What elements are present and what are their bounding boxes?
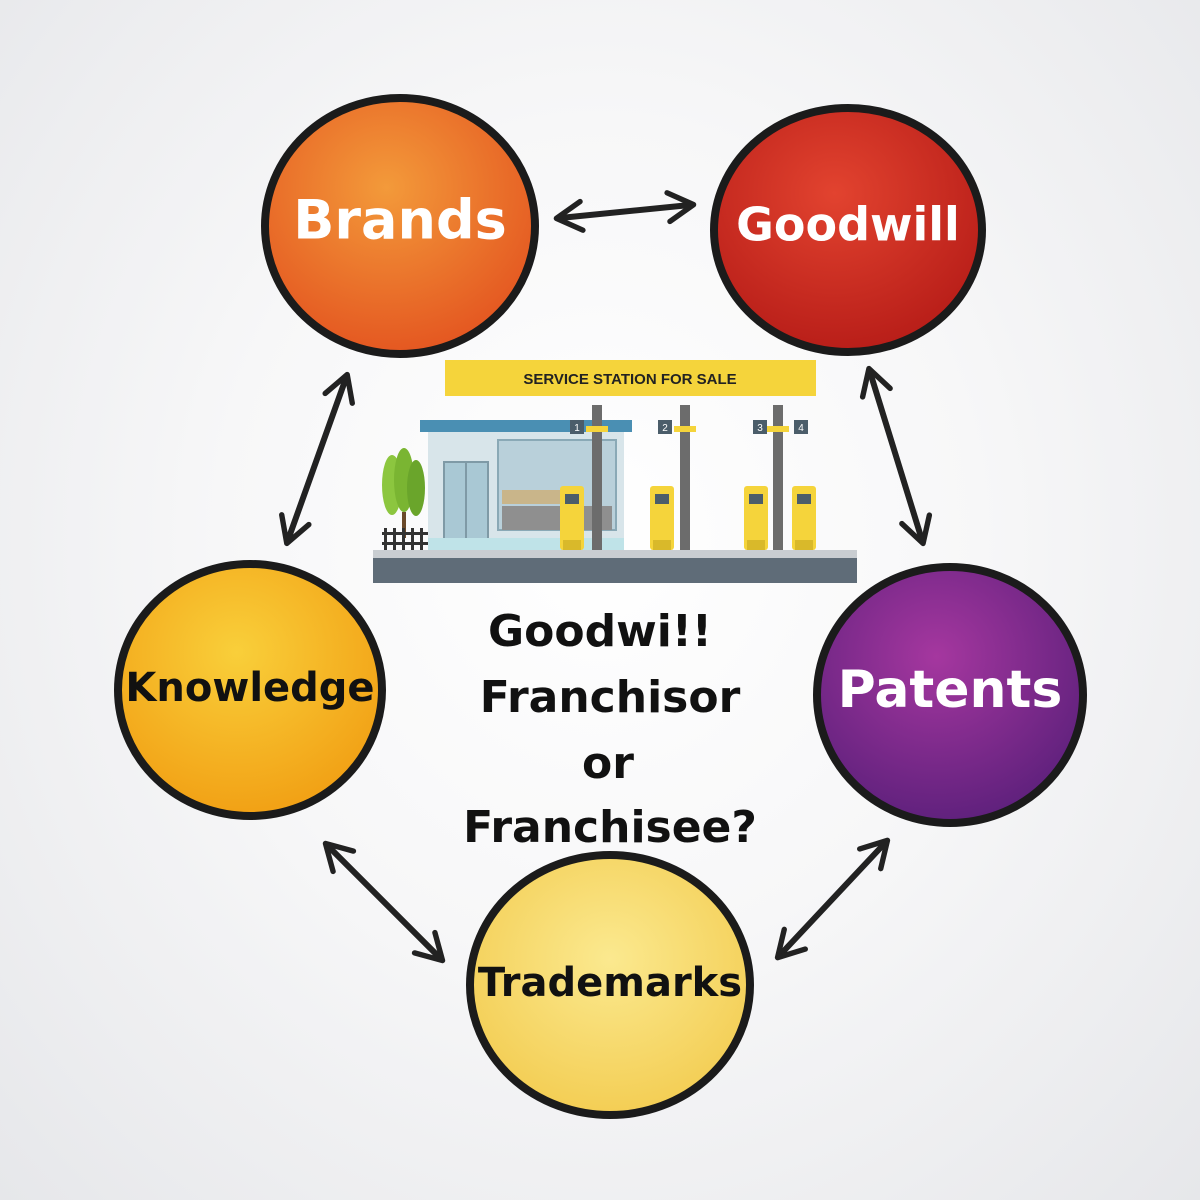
station-banner [445, 360, 816, 396]
svg-text:1: 1 [574, 423, 580, 434]
node-knowledge: Knowledge [114, 560, 386, 820]
node-label-patents: Patents [838, 660, 1063, 720]
node-label-goodwill: Goodwill [736, 198, 960, 252]
pump-number-sign-3: 3 [753, 420, 767, 434]
central-question: Goodwi!! Franchisor or Franchisee? [463, 606, 757, 853]
fuel-pump-icon [650, 486, 674, 550]
question-line-4: Franchisee? [463, 802, 757, 853]
station-road [373, 558, 857, 583]
service-station-illustration: SERVICE STATION FOR SALE [373, 360, 857, 583]
svg-text:4: 4 [798, 423, 804, 434]
canopy-pillar-2 [680, 405, 690, 572]
node-patents: Patents [813, 563, 1087, 827]
arrow-brands-knowledge [279, 371, 355, 547]
fence-icon [382, 528, 428, 550]
pump-number-sign-1: 1 [570, 420, 584, 434]
node-label-trademarks: Trademarks [478, 960, 742, 1006]
fuel-pump-icon [792, 486, 816, 550]
pump-number-sign-4: 4 [794, 420, 808, 434]
arrow-patents-trademarks [774, 837, 891, 961]
fuel-pump-icon [744, 486, 768, 550]
station-ground [373, 550, 857, 558]
arrow-brands-goodwill [553, 190, 697, 233]
station-banner-text: SERVICE STATION FOR SALE [523, 371, 736, 388]
node-goodwill: Goodwill [710, 104, 986, 356]
connector-arrows [279, 190, 933, 964]
question-line-2: Franchisor [480, 672, 741, 723]
tree-icon [382, 448, 425, 538]
arrow-goodwill-patents [859, 365, 933, 547]
question-line-3: or [582, 738, 634, 789]
svg-text:3: 3 [757, 423, 763, 434]
arrow-knowledge-trademarks [322, 840, 446, 964]
node-trademarks: Trademarks [466, 851, 754, 1119]
svg-text:2: 2 [662, 423, 668, 434]
node-brands: Brands [261, 94, 539, 358]
node-label-knowledge: Knowledge [125, 665, 374, 711]
fuel-pump-icon [560, 486, 584, 550]
question-line-1: Goodwi!! [488, 606, 712, 657]
node-label-brands: Brands [293, 189, 506, 252]
canopy-pillar-3 [773, 405, 783, 572]
pump-number-sign-2: 2 [658, 420, 672, 434]
canopy-pillar-1 [592, 405, 602, 572]
